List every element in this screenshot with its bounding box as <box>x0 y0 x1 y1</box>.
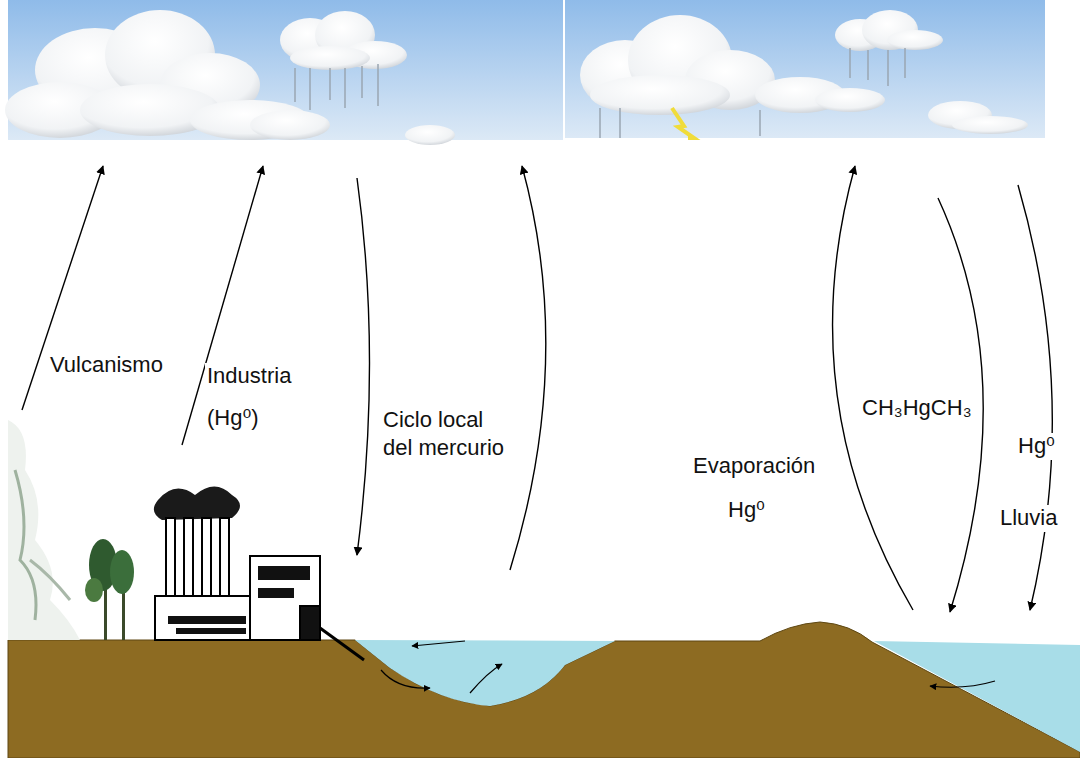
source-label: Vulcanismo <box>48 352 165 379</box>
source-label: Industria <box>205 363 293 390</box>
process-label: Evaporación <box>691 453 817 480</box>
species-label: (Hg⁰) <box>205 405 261 432</box>
species-label: Hg⁰ <box>726 497 767 524</box>
cloud <box>580 10 1028 134</box>
water-flow-arrow <box>381 641 995 693</box>
rain <box>600 48 905 138</box>
cloud <box>5 10 455 145</box>
factory-windows <box>168 566 310 634</box>
ground <box>8 622 1080 758</box>
lightning <box>672 108 694 138</box>
flow-arrow <box>22 166 1052 612</box>
species-label: CH₃HgCH₃ <box>860 395 974 422</box>
volcano-smoke <box>8 420 80 640</box>
lake <box>874 641 1080 752</box>
factory <box>154 487 364 661</box>
rain <box>295 64 378 110</box>
sky-panel <box>8 0 1045 140</box>
cycle-label: Ciclo local del mercurio <box>381 406 513 461</box>
tree <box>85 539 134 640</box>
species-label: Hg⁰ <box>1016 433 1057 460</box>
lake <box>355 640 615 706</box>
process-label: Lluvia <box>998 505 1059 532</box>
